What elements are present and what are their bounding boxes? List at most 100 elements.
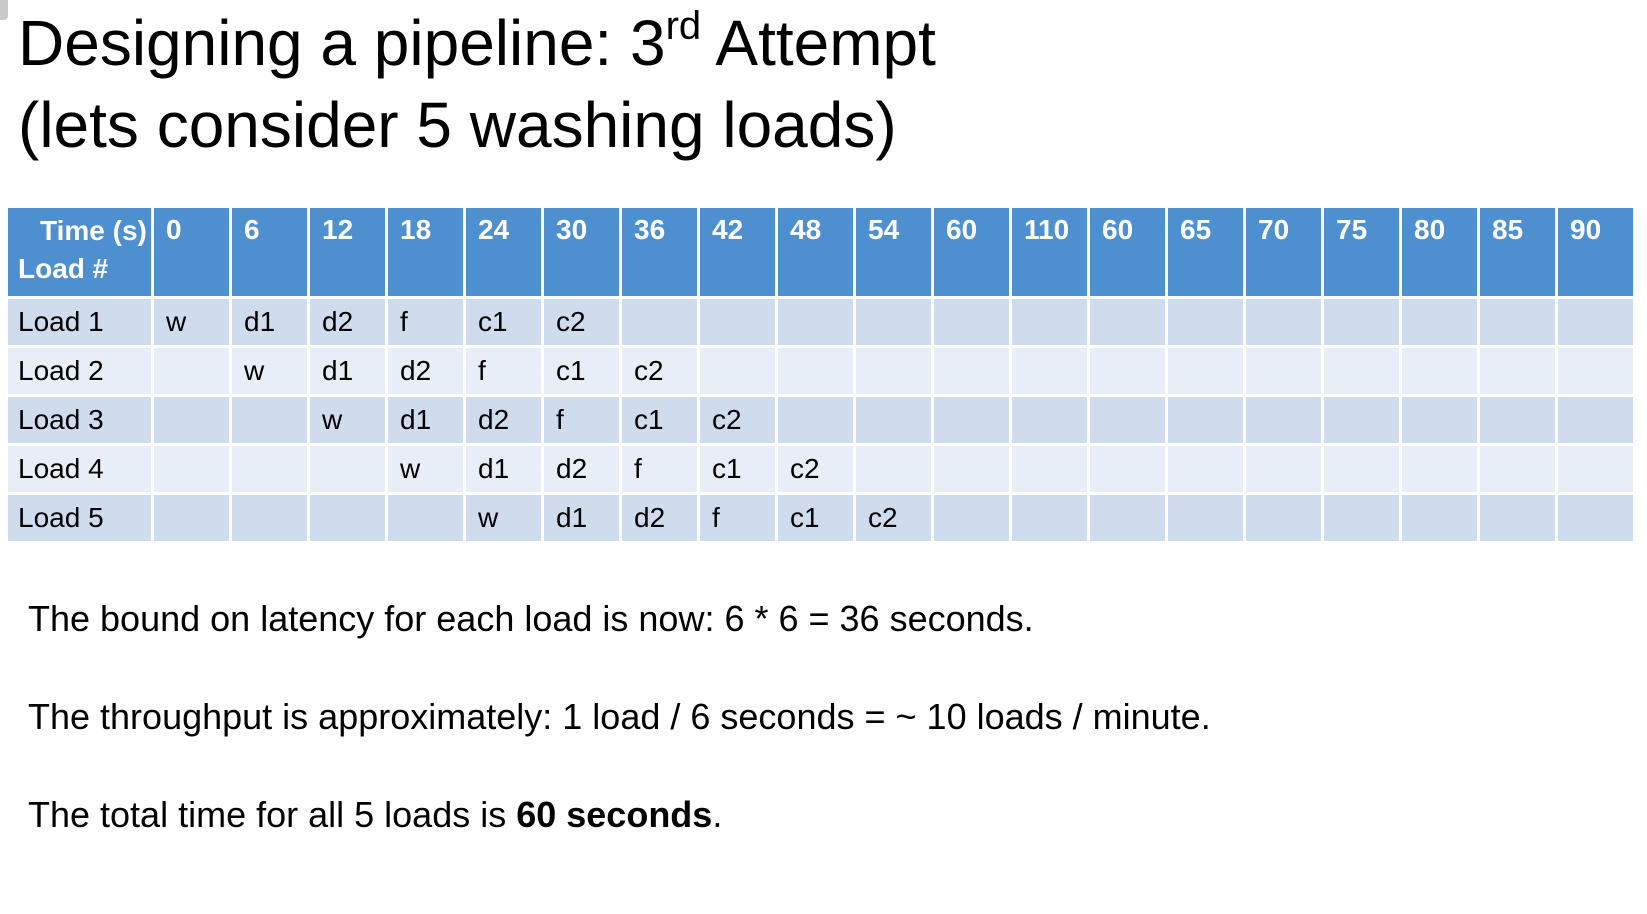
- time-header-cell: 12: [307, 205, 388, 299]
- window-corner-mark: [0, 0, 8, 20]
- corner-header-cell: Time (s) Load #: [5, 205, 154, 299]
- title-line2: (lets consider 5 washing loads): [18, 89, 897, 161]
- stage-cell: [1165, 296, 1246, 348]
- stage-cell: [307, 443, 388, 495]
- stage-cell: [853, 443, 934, 495]
- stage-cell: [1399, 394, 1480, 446]
- stage-cell: [1477, 345, 1558, 397]
- latency-note: The bound on latency for each load is no…: [28, 598, 1034, 639]
- time-header-cell: 24: [463, 205, 544, 299]
- stage-cell: [775, 345, 856, 397]
- stage-cell: c1: [619, 394, 700, 446]
- stage-cell: [151, 443, 232, 495]
- stage-cell: [1555, 492, 1636, 544]
- title-text-main: Designing a pipeline: 3: [18, 7, 666, 79]
- stage-cell: d1: [463, 443, 544, 495]
- title-superscript: rd: [665, 4, 702, 48]
- title-line1: Designing a pipeline: 3rd Attempt: [18, 4, 936, 79]
- stage-cell: [151, 345, 232, 397]
- throughput-note: The throughput is approximately: 1 load …: [28, 696, 1211, 737]
- time-header-cell: 110: [1009, 205, 1090, 299]
- stage-cell: [931, 345, 1012, 397]
- stage-cell: [1477, 492, 1558, 544]
- stage-cell: [1399, 443, 1480, 495]
- stage-cell: [1321, 296, 1402, 348]
- title-text-attempt: Attempt: [701, 7, 936, 79]
- stage-cell: d2: [463, 394, 544, 446]
- stage-cell: c2: [619, 345, 700, 397]
- stage-cell: [931, 492, 1012, 544]
- stage-cell: [1399, 296, 1480, 348]
- total-time-prefix: The total time for all 5 loads is: [28, 794, 517, 835]
- time-header-cell: 30: [541, 205, 622, 299]
- stage-cell: w: [307, 394, 388, 446]
- stage-cell: c2: [775, 443, 856, 495]
- stage-cell: f: [541, 394, 622, 446]
- time-header-cell: 42: [697, 205, 778, 299]
- stage-cell: [1243, 443, 1324, 495]
- row-label-cell: Load 5: [5, 492, 154, 544]
- stage-cell: [1009, 345, 1090, 397]
- time-header-cell: 90: [1555, 205, 1636, 299]
- row-label-cell: Load 2: [5, 345, 154, 397]
- stage-cell: [151, 394, 232, 446]
- stage-cell: [1087, 443, 1168, 495]
- stage-cell: [1321, 345, 1402, 397]
- time-header-cell: 0: [151, 205, 232, 299]
- time-header-cell: 54: [853, 205, 934, 299]
- time-header-cell: 48: [775, 205, 856, 299]
- stage-cell: [229, 443, 310, 495]
- stage-cell: [1321, 492, 1402, 544]
- stage-cell: d2: [541, 443, 622, 495]
- stage-cell: c2: [853, 492, 934, 544]
- stage-cell: [1555, 296, 1636, 348]
- stage-cell: [1009, 492, 1090, 544]
- stage-cell: [1165, 492, 1246, 544]
- row-label-cell: Load 4: [5, 443, 154, 495]
- slide-title: Designing a pipeline: 3rd Attempt (lets …: [18, 2, 936, 166]
- stage-cell: [151, 492, 232, 544]
- stage-cell: [1477, 394, 1558, 446]
- stage-cell: [1087, 394, 1168, 446]
- stage-cell: f: [385, 296, 466, 348]
- stage-cell: [1555, 345, 1636, 397]
- row-label-cell: Load 3: [5, 394, 154, 446]
- stage-cell: [1009, 394, 1090, 446]
- stage-cell: c1: [541, 345, 622, 397]
- stage-cell: [1165, 345, 1246, 397]
- stage-cell: [1555, 394, 1636, 446]
- stage-cell: [1087, 345, 1168, 397]
- time-header-cell: 80: [1399, 205, 1480, 299]
- time-header-cell: 60: [931, 205, 1012, 299]
- stage-cell: c1: [697, 443, 778, 495]
- stage-cell: [1087, 492, 1168, 544]
- stage-cell: d1: [307, 345, 388, 397]
- time-header-cell: 85: [1477, 205, 1558, 299]
- stage-cell: c1: [775, 492, 856, 544]
- time-header-cell: 65: [1165, 205, 1246, 299]
- stage-cell: [853, 345, 934, 397]
- stage-cell: d1: [541, 492, 622, 544]
- stage-cell: [1243, 345, 1324, 397]
- time-header-cell: 18: [385, 205, 466, 299]
- stage-cell: [1243, 492, 1324, 544]
- stage-cell: [1087, 296, 1168, 348]
- row-label-cell: Load 1: [5, 296, 154, 348]
- stage-cell: [1399, 345, 1480, 397]
- stage-cell: [931, 394, 1012, 446]
- stage-cell: [229, 492, 310, 544]
- stage-cell: [697, 296, 778, 348]
- stage-cell: [307, 492, 388, 544]
- stage-cell: f: [463, 345, 544, 397]
- stage-cell: [1477, 443, 1558, 495]
- time-header-cell: 6: [229, 205, 310, 299]
- load-axis-label: Load #: [18, 253, 109, 284]
- stage-cell: [385, 492, 466, 544]
- stage-cell: d2: [307, 296, 388, 348]
- stage-cell: [229, 394, 310, 446]
